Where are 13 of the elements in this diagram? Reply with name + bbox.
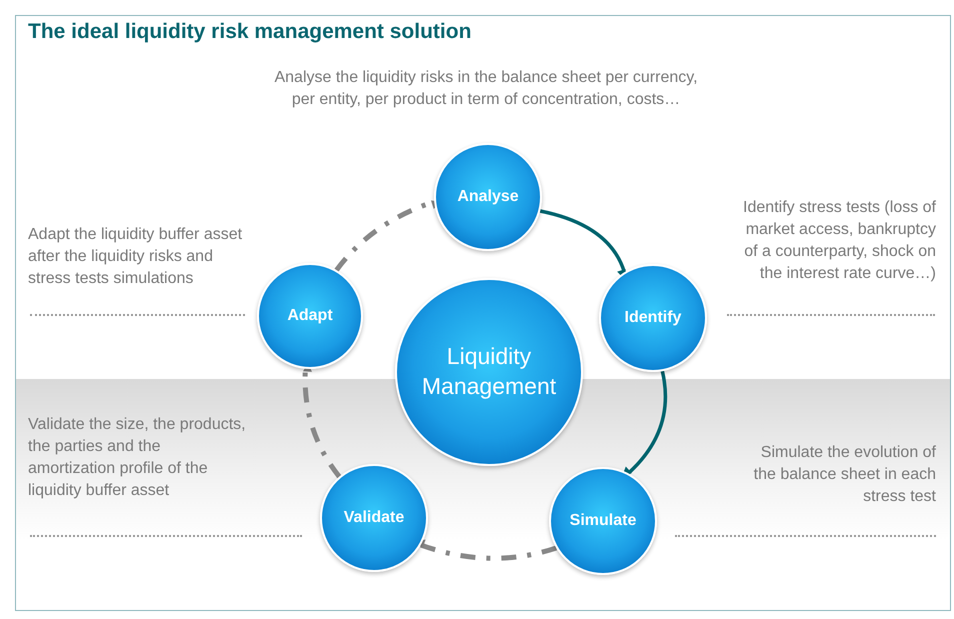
step-description: Identify stress tests (loss of market access, bankruptcy of a counterparty, shock on the interest rate curve…) xyxy=(742,198,936,284)
step-description: Validate the size, the products, the parties and the amortization profile of the liquidity buffer asset xyxy=(28,415,247,501)
diagram-title: The ideal liquidity risk management solution xyxy=(28,20,472,44)
step-description: Analyse the liquidity risks in the balance sheet per currency, per entity, per product in term of concentration, costs… xyxy=(273,68,699,110)
step-label: Adapt xyxy=(286,306,334,326)
step-description: Adapt the liquidity buffer asset after the liquidity risks and stress tests simulations xyxy=(28,225,244,289)
step-description: Simulate the evolution of the balance sheet in each stress test xyxy=(752,443,936,507)
step-label: Simulate xyxy=(568,510,638,531)
step-label: Liquidity Management xyxy=(420,342,558,401)
arrow xyxy=(622,370,668,476)
step-label: Validate xyxy=(342,508,406,528)
step-label: Analyse xyxy=(456,186,520,207)
step-label: Identify xyxy=(624,308,682,328)
